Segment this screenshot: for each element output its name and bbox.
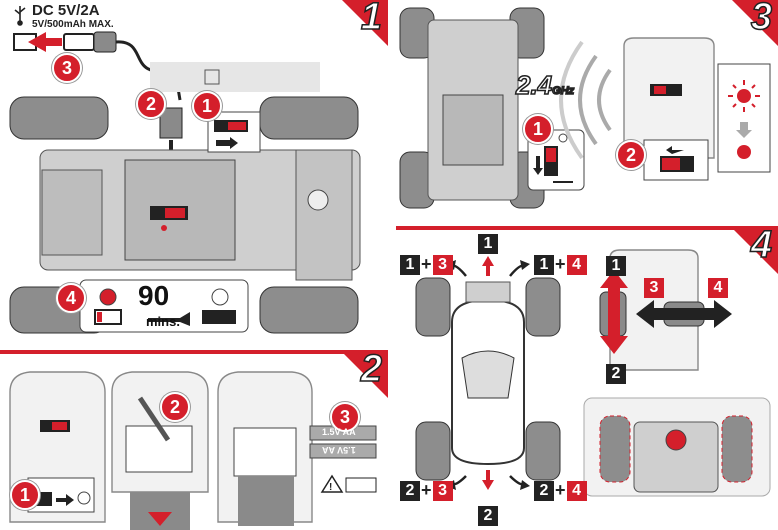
combo-key: 3	[432, 254, 453, 275]
panel-number: 2	[360, 352, 383, 391]
controller-right-key: 4	[708, 278, 728, 298]
battery-label-top: 1.5V AA	[322, 427, 356, 437]
controller-forward-key: 1	[606, 256, 626, 276]
charge-time-value: 90	[138, 280, 170, 311]
combo-key: 1	[534, 254, 554, 275]
divider-p3-p4	[396, 226, 778, 230]
step-badge-1: 1	[10, 480, 40, 510]
svg-text:!: !	[329, 482, 332, 493]
charge-time-unit: mins.	[146, 314, 180, 329]
frequency-unit: GHz	[551, 84, 575, 98]
combo-forward-left: 1 + 3	[400, 254, 453, 275]
step-badge-1: 1	[192, 91, 222, 121]
combo-forward-right: 1 + 4	[534, 254, 587, 275]
usb-spec: DC 5V/2A	[32, 2, 100, 19]
panel-pairing: 3 2.4GH	[388, 0, 778, 228]
combo-back-left: 2 + 3	[400, 480, 453, 501]
panel-number: 3	[750, 0, 773, 39]
combo-plus: +	[555, 254, 566, 274]
panel-batteries: 2 ! 1 2 3 1.5V AA 1.5V AA	[0, 352, 388, 530]
combo-key: 4	[566, 480, 587, 501]
step-badge-2: 2	[136, 89, 166, 119]
combo-key: 2	[534, 480, 554, 501]
battery-illustration: !	[9, 371, 377, 530]
panel-number: 1	[360, 0, 383, 39]
panel-charging: 1	[0, 0, 388, 352]
panel-number: 4	[750, 228, 773, 267]
step-badge-4: 4	[56, 283, 86, 313]
step-badge-3: 3	[330, 402, 360, 432]
step-badge-3: 3	[52, 53, 82, 83]
combo-back-right: 2 + 4	[534, 480, 587, 501]
divider-p1-p2	[0, 350, 388, 354]
plug-arrow	[28, 32, 62, 52]
panel-number-corner	[342, 0, 388, 46]
panel-number-corner	[732, 0, 778, 46]
backward-key: 2	[478, 506, 498, 526]
usb-icon	[14, 6, 26, 26]
usb-connector	[63, 33, 95, 51]
battery-label-bottom: 1.5V AA	[322, 445, 356, 455]
panel-controls: 4 1 2 1 2 3 4 1	[388, 228, 778, 530]
usb-capacity: 5V/500mAh MAX.	[32, 19, 114, 30]
forward-key: 1	[478, 234, 498, 254]
frequency-logo: 2.4GHz	[515, 69, 575, 101]
frequency-value: 2.4	[515, 69, 553, 101]
step-badge-1: 1	[523, 114, 553, 144]
combo-plus: +	[421, 254, 432, 274]
combo-plus: +	[421, 480, 432, 500]
combo-key: 2	[400, 480, 420, 501]
combo-key: 3	[432, 480, 453, 501]
panel-number-corner	[732, 228, 778, 274]
combo-key: 1	[400, 254, 420, 275]
combo-key: 4	[566, 254, 587, 275]
panel-number-corner	[342, 352, 388, 398]
controller-left-key: 3	[644, 278, 664, 298]
step-badge-2: 2	[160, 392, 190, 422]
combo-plus: +	[555, 480, 566, 500]
step-badge-2: 2	[616, 140, 646, 170]
controller-backward-key: 2	[606, 364, 626, 384]
controls-illustration	[415, 249, 771, 497]
pairing-illustration	[399, 7, 771, 209]
